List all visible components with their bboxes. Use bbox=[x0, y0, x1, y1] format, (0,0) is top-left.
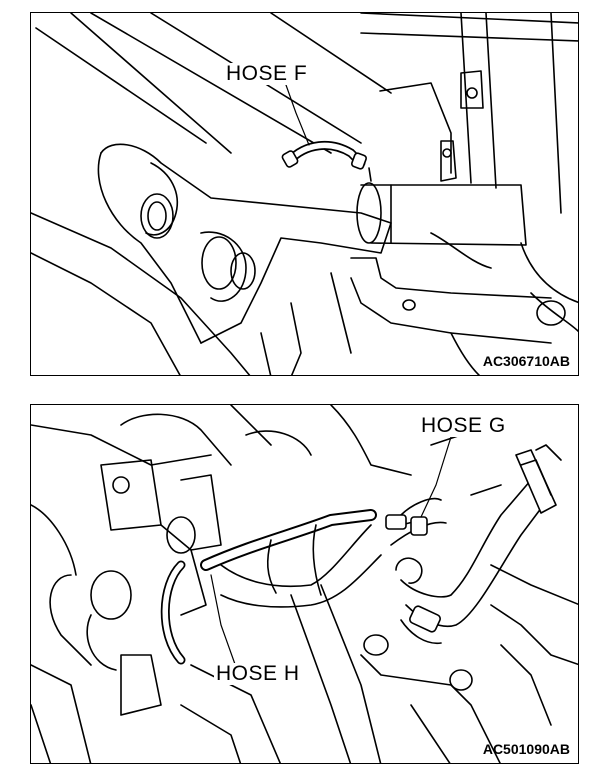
figure-panel-bottom: HOSE G HOSE H AC501090AB bbox=[30, 404, 579, 764]
hose-g-label: HOSE G bbox=[419, 414, 508, 437]
hose-h-label: HOSE H bbox=[214, 662, 302, 685]
figure-panel-top: HOSE F AC306710AB bbox=[30, 12, 579, 376]
engine-bay-drawing-bottom bbox=[31, 405, 578, 763]
hose-f-label: HOSE F bbox=[224, 62, 310, 85]
figure-code-top: AC306710AB bbox=[482, 353, 570, 369]
figure-code-bottom: AC501090AB bbox=[482, 741, 570, 757]
engine-bay-drawing-top bbox=[31, 13, 578, 375]
